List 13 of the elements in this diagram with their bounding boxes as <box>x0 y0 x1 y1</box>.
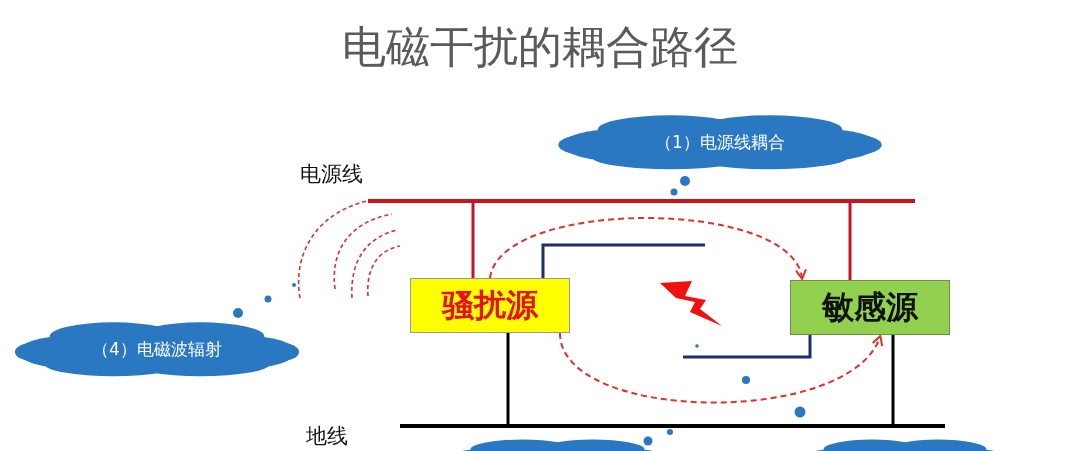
wire <box>541 243 705 278</box>
wire <box>848 203 852 280</box>
wire <box>471 203 475 278</box>
line-label: 电源线 <box>300 161 363 188</box>
process-box: 敏感源 <box>790 280 950 335</box>
wire <box>683 335 812 359</box>
dashed-arrow <box>489 217 805 280</box>
title: 电磁干扰的耦合路径 <box>342 20 738 74</box>
line-label: 地线 <box>306 423 348 450</box>
wire <box>891 335 895 424</box>
process-box: 骚扰源 <box>410 278 570 333</box>
dashed-arrow <box>559 332 882 404</box>
wire <box>506 333 510 424</box>
